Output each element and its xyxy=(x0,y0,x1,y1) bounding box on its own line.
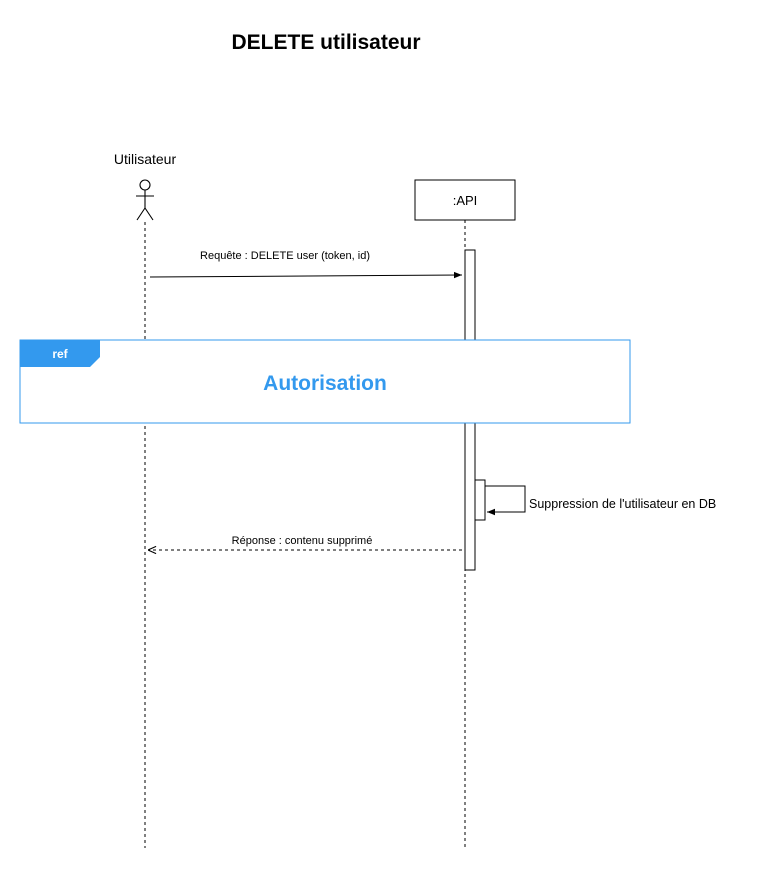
ref-fragment-title: Autorisation xyxy=(263,372,387,395)
ref-fragment-box xyxy=(19,339,631,424)
diagram-title: DELETE utilisateur xyxy=(231,31,420,54)
message-self-call-label: Suppression de l'utilisateur en DB xyxy=(529,497,716,511)
ref-fragment-tag-shape xyxy=(20,340,100,367)
message-request-label: Requête : DELETE user (token, id) xyxy=(200,250,370,262)
activation-bar-self-call xyxy=(474,479,486,521)
ref-fragment[interactable]: ref Autorisation xyxy=(19,339,631,424)
participant-api-label: :API xyxy=(453,193,478,208)
ref-fragment-tag: ref xyxy=(52,347,68,361)
message-self-call-arrow xyxy=(485,485,526,516)
message-request-arrow xyxy=(149,271,463,279)
participant-api-box[interactable] xyxy=(414,179,516,221)
actor-user-label: Utilisateur xyxy=(114,151,177,167)
message-response-label: Réponse : contenu supprimé xyxy=(232,535,373,547)
actor-stick-figure-icon xyxy=(136,179,154,221)
